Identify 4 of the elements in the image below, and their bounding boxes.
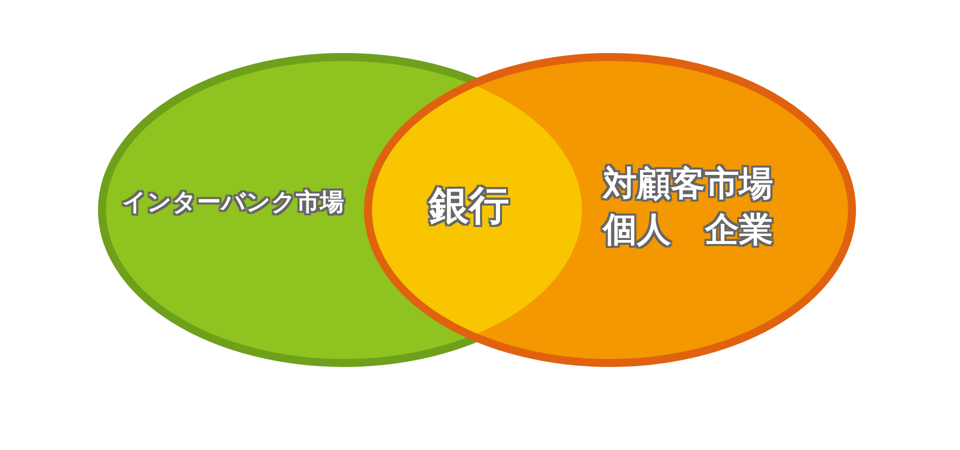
region-label: 個人 企業 [603, 210, 773, 251]
region-label: インターバンク市場 [122, 188, 344, 217]
region-label: 銀行 [429, 182, 509, 230]
region-label: 対顧客市場 [603, 164, 773, 205]
